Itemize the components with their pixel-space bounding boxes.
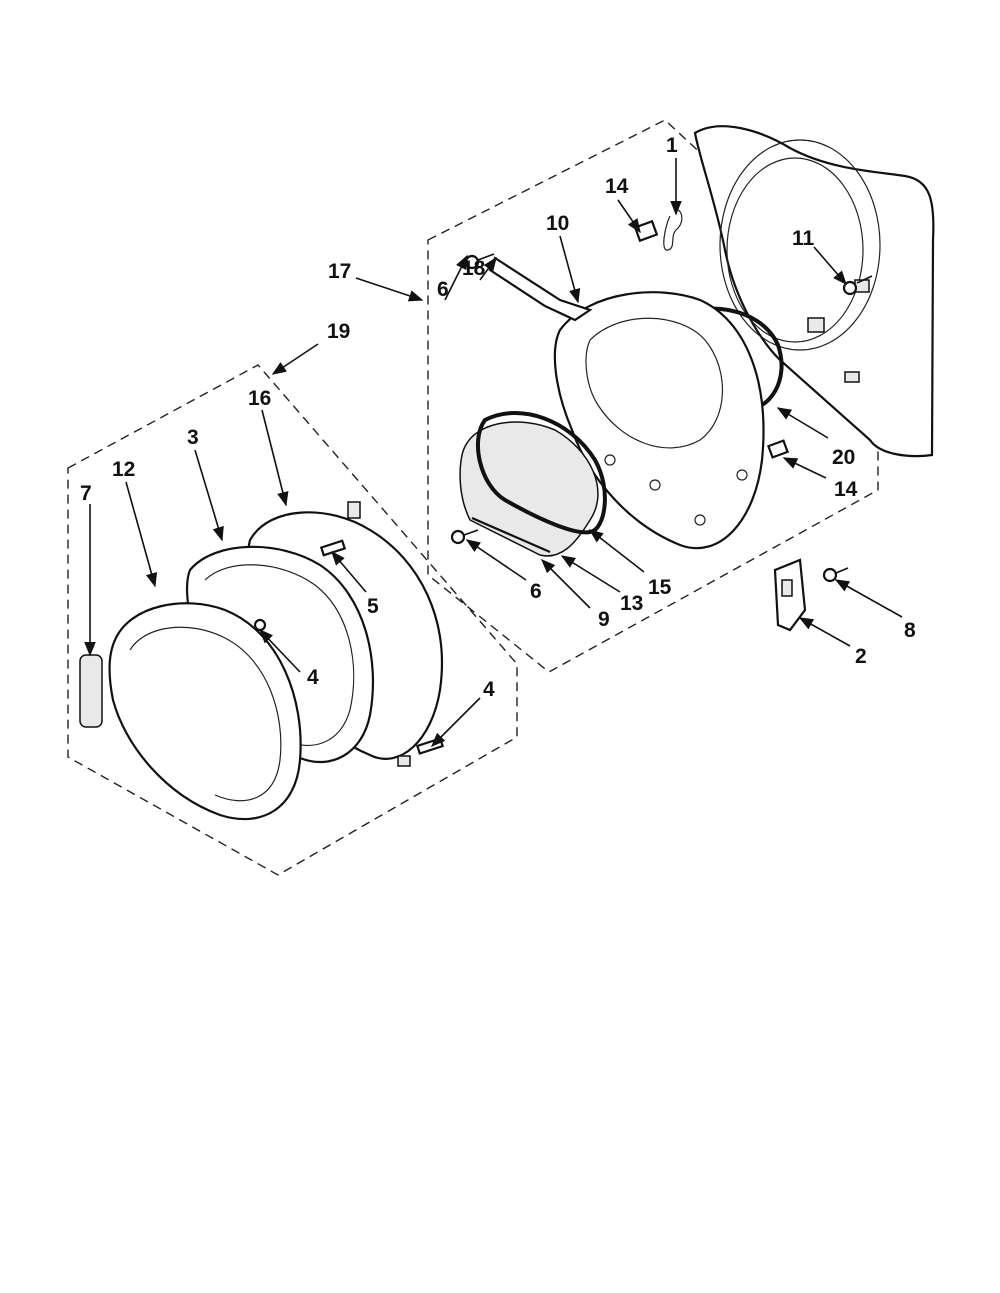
part-6-screw-lower [450, 529, 479, 545]
callout-3: 3 [187, 426, 199, 449]
callout-19: 19 [327, 320, 350, 343]
part-8-screw [822, 567, 849, 583]
callout-8: 8 [904, 619, 916, 642]
callout-4-upper: 4 [307, 666, 319, 689]
callout-9: 9 [598, 608, 610, 631]
callout-6-upper: 6 [437, 278, 449, 301]
cabinet-front-panel [693, 125, 935, 458]
callout-6-lower: 6 [530, 580, 542, 603]
callout-14-upper: 14 [605, 175, 629, 198]
part-4-pin-lower [415, 737, 445, 755]
part-1-spring [663, 207, 683, 251]
part-4-pin-upper [253, 618, 267, 632]
part-7-handle [79, 654, 103, 728]
callout-15: 15 [648, 576, 672, 599]
part-14-latch-lower [767, 439, 789, 459]
callout-2: 2 [855, 645, 867, 668]
part-12-outer-door [108, 602, 302, 821]
callout-11: 11 [792, 227, 815, 250]
assembly-19-boundary [67, 364, 518, 876]
callout-14-lower: 14 [834, 478, 858, 501]
callout-13: 13 [620, 592, 643, 615]
assembly-17-boundary [427, 119, 879, 673]
part-10-inner-door-frame [553, 291, 765, 550]
part-9-strip [471, 516, 551, 554]
callout-1: 1 [666, 134, 678, 157]
part-11-screw [842, 275, 873, 296]
part-13-inner-glass [459, 421, 599, 557]
callout-20: 20 [832, 446, 855, 469]
callout-4-lower: 4 [483, 678, 495, 701]
callout-7: 7 [80, 482, 92, 505]
callout-5: 5 [367, 595, 379, 618]
callout-18: 18 [462, 257, 486, 280]
callout-17: 17 [328, 260, 351, 283]
callout-12: 12 [112, 458, 135, 481]
part-2-hinge [773, 558, 807, 632]
callout-16: 16 [248, 387, 271, 410]
callout-10: 10 [546, 212, 569, 235]
